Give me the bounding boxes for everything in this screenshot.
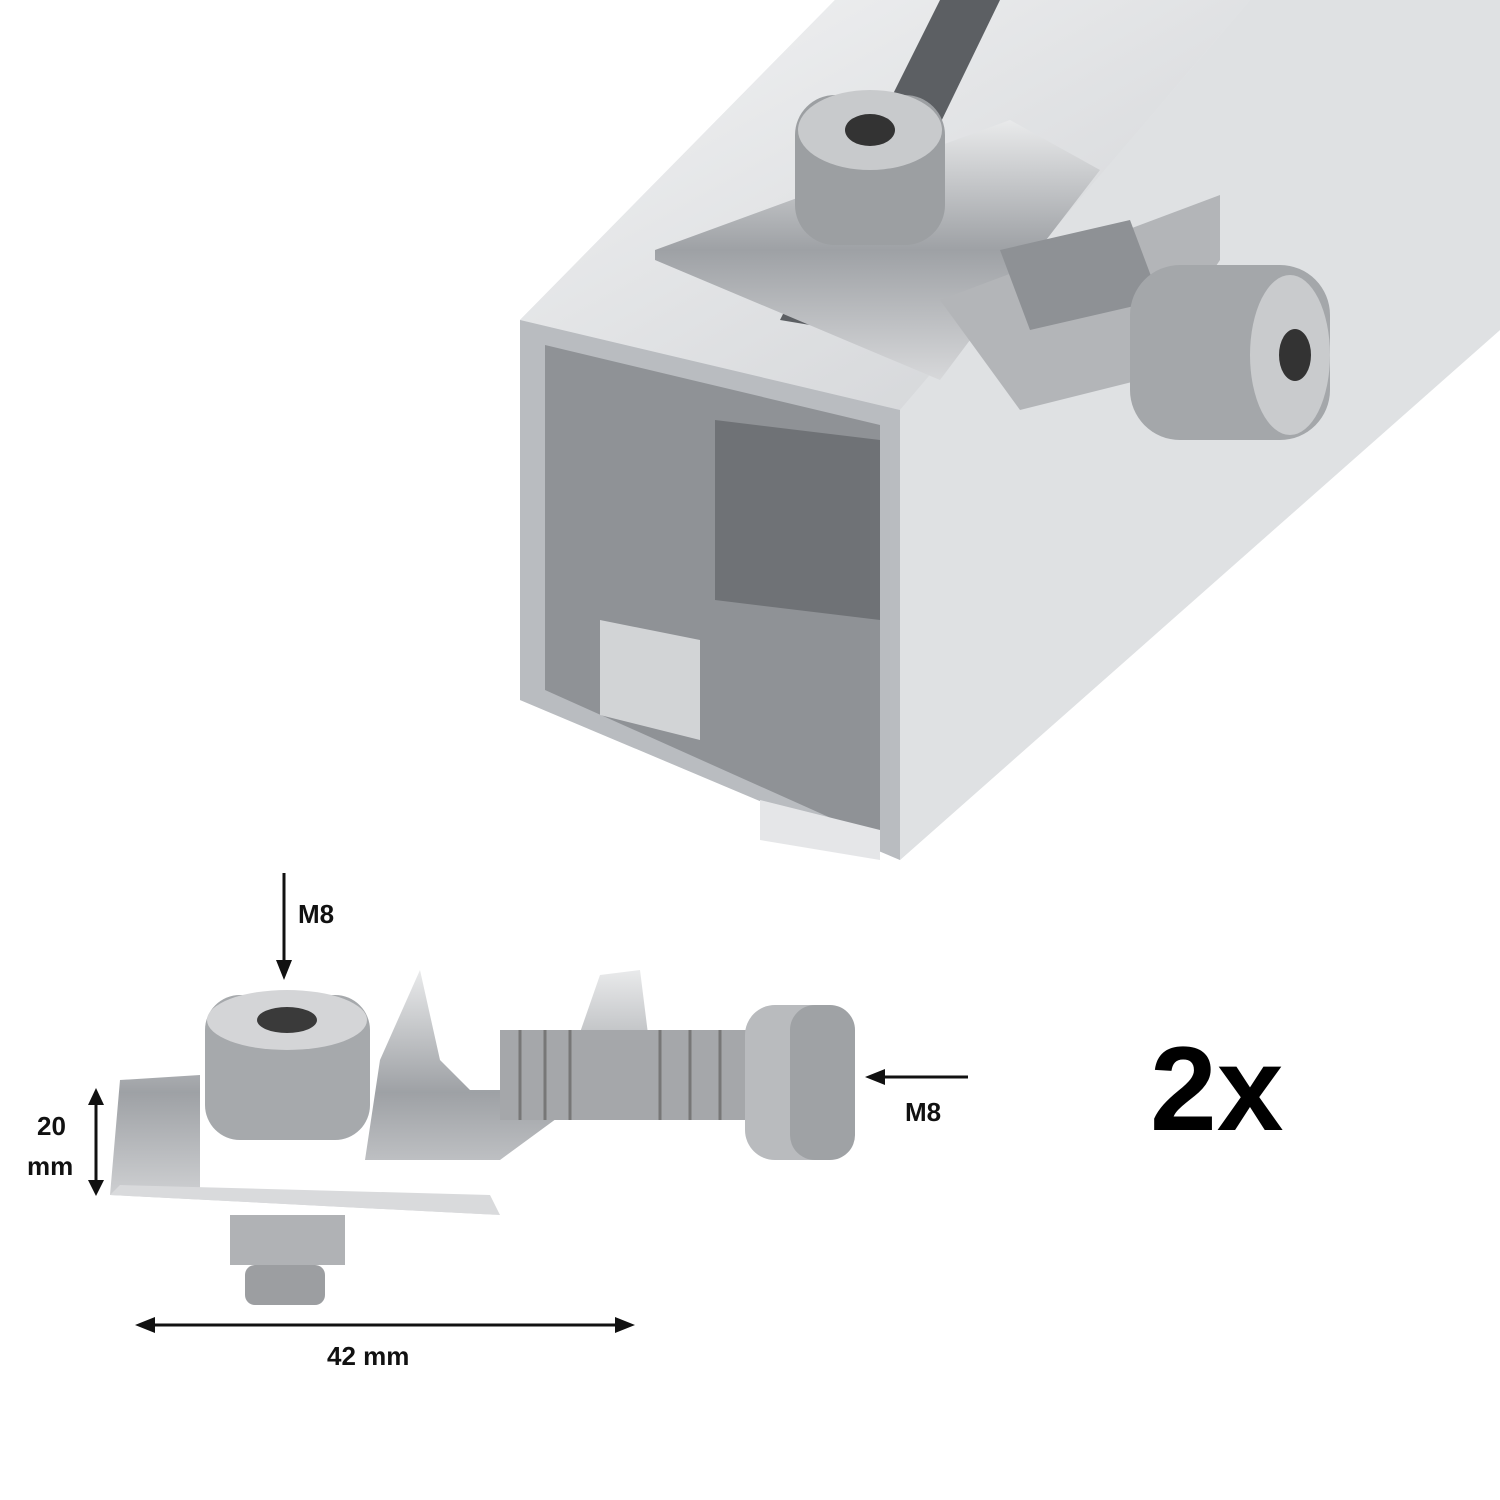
mounted-clamp: [655, 90, 1330, 440]
height-value-label: 20: [37, 1111, 66, 1141]
clamp-detail: [110, 970, 855, 1305]
width-label: 42 mm: [327, 1341, 410, 1371]
quantity-label: 2x: [1150, 1022, 1284, 1156]
dimension-arrows: [88, 873, 968, 1333]
top-bolt-size-label: M8: [298, 899, 335, 929]
side-bolt-size-label: M8: [905, 1097, 942, 1127]
height-unit-label: mm: [27, 1151, 74, 1181]
